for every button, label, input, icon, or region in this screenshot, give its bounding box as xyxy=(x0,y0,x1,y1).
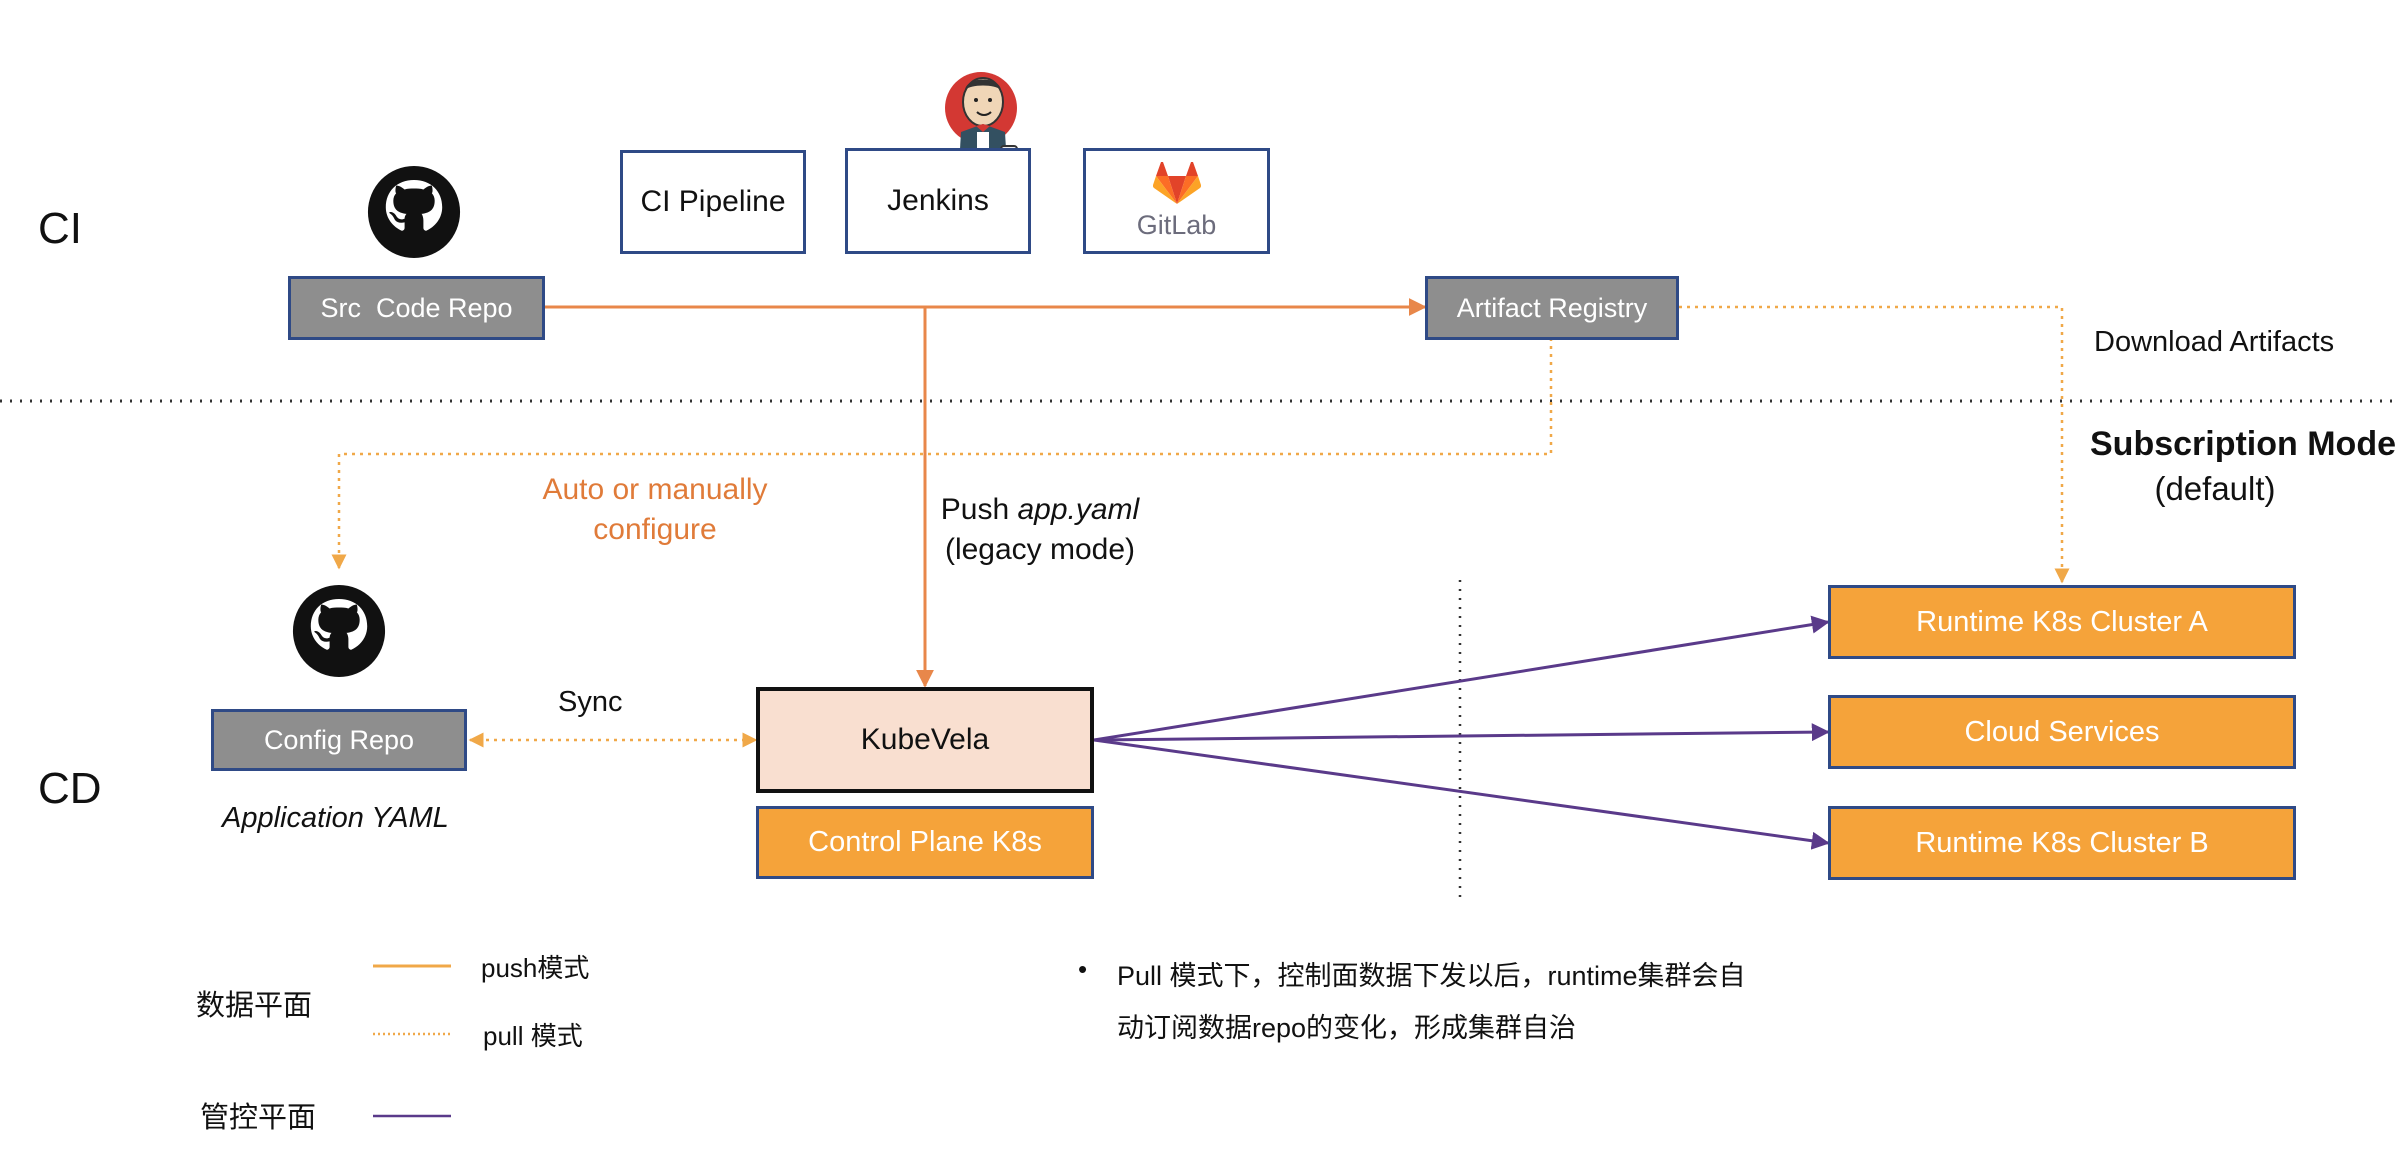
subscription-mode-title: Subscription Mode xyxy=(2090,425,2395,463)
ci-section-label: CI xyxy=(38,204,82,253)
kubevela-label: KubeVela xyxy=(860,723,990,756)
download-artifacts-arrow xyxy=(1679,305,2070,584)
push-app-yaml-line: Push app.yaml xyxy=(930,490,1150,530)
artifact-registry-label: Artifact Registry xyxy=(1456,292,1648,323)
runtime-cluster-a-label: Runtime K8s Cluster A xyxy=(1916,605,2208,638)
runtime-cluster-b-label: Runtime K8s Cluster B xyxy=(1915,826,2209,859)
kubevela-to-runtime-a xyxy=(1093,615,1830,742)
runtime-cluster-b-box: Runtime K8s Cluster B xyxy=(1828,806,2296,880)
legacy-mode-line: (legacy mode) xyxy=(944,533,1136,566)
application-yaml-label: Application YAML xyxy=(222,802,449,834)
subscription-mode-label: Subscription Mode (default) xyxy=(2090,425,2395,508)
cloud-services-label: Cloud Services xyxy=(1964,715,2160,748)
jenkins-box: Jenkins xyxy=(845,148,1031,254)
gitlab-icon xyxy=(1152,161,1201,204)
download-artifacts-label: Download Artifacts xyxy=(2094,326,2335,358)
gitlab-label: GitLab xyxy=(1136,209,1217,240)
legend-push-label: push模式 xyxy=(481,953,590,983)
runtime-cluster-a-box: Runtime K8s Cluster A xyxy=(1828,585,2296,659)
auto-configure-line2: configure xyxy=(593,513,717,546)
config-repo-box: Config Repo xyxy=(211,709,467,771)
legend-pull-label: pull 模式 xyxy=(483,1021,583,1051)
auto-configure-label: Auto or manually configure xyxy=(520,470,790,550)
cd-section-label: CD xyxy=(38,764,102,813)
github-icon xyxy=(367,165,461,259)
artifact-registry-box: Artifact Registry xyxy=(1425,276,1679,340)
note-line1: Pull 模式下，控制面数据下发以后，runtime集群会自 xyxy=(1117,961,1746,991)
github-icon xyxy=(292,584,386,678)
auto-configure-line1: Auto or manually xyxy=(542,473,768,506)
push-prefix: Push xyxy=(940,493,1018,526)
cloud-services-box: Cloud Services xyxy=(1828,695,2296,769)
legend-control-plane-label: 管控平面 xyxy=(200,1102,317,1134)
src-code-repo-box: Src Code Repo xyxy=(288,276,545,340)
config-repo-label: Config Repo xyxy=(263,724,415,755)
kubevela-to-runtime-b xyxy=(1093,738,1830,850)
note-bullet: • xyxy=(1078,954,1088,984)
src-code-repo-label: Src Code Repo xyxy=(320,292,513,323)
note-line2: 动订阅数据repo的变化，形成集群自治 xyxy=(1117,1013,1577,1043)
jenkins-label: Jenkins xyxy=(887,184,989,217)
legend-data-plane-label: 数据平面 xyxy=(196,990,313,1022)
registry-to-config-arrow xyxy=(331,338,1553,570)
control-plane-k8s-box: Control Plane K8s xyxy=(756,806,1094,879)
push-app-yaml-label: Push app.yaml (legacy mode) xyxy=(930,490,1150,570)
gitlab-box: GitLab xyxy=(1083,148,1270,254)
ci-pipeline-box: CI Pipeline xyxy=(620,150,806,254)
sync-label: Sync xyxy=(558,686,623,718)
control-plane-k8s-label: Control Plane K8s xyxy=(808,826,1042,858)
ci-pipeline-label: CI Pipeline xyxy=(640,185,786,218)
subscription-mode-default: (default) xyxy=(2154,470,2276,507)
kubevela-box: KubeVela xyxy=(756,687,1094,793)
kubevela-to-cloud-services xyxy=(1093,723,1830,742)
push-file-name: app.yaml xyxy=(1017,493,1140,526)
